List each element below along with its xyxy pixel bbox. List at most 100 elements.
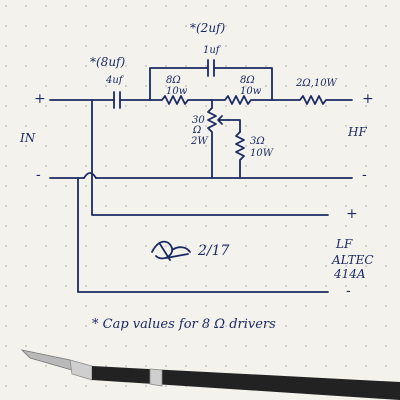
grid-dot [185, 285, 187, 287]
grid-dot [265, 145, 267, 147]
grid-dot [85, 225, 87, 227]
grid-dot [225, 165, 227, 167]
grid-dot [65, 25, 67, 27]
grid-dot [105, 245, 107, 247]
grid-dot [5, 265, 7, 267]
grid-dot [165, 365, 167, 367]
resistor-2ohm-hf [271, 95, 353, 105]
grid-dot [145, 305, 147, 307]
grid-dot [65, 245, 67, 247]
grid-dot [85, 345, 87, 347]
grid-dot [265, 225, 267, 227]
grid-dot [345, 305, 347, 307]
grid-dot [25, 45, 27, 47]
grid-dot [125, 205, 127, 207]
grid-dot [65, 125, 67, 127]
grid-dot [85, 125, 87, 127]
grid-dot [85, 65, 87, 67]
grid-dot [245, 125, 247, 127]
grid-dot [345, 205, 347, 207]
grid-dot [45, 285, 47, 287]
grid-dot [365, 305, 367, 307]
grid-dot [45, 65, 47, 67]
grid-dot [185, 105, 187, 107]
grid-dot [285, 245, 287, 247]
grid-dot [185, 45, 187, 47]
grid-dot [385, 145, 387, 147]
grid-dot [285, 5, 287, 7]
grid-dot [325, 85, 327, 87]
grid-dot [5, 105, 7, 107]
grid-dot [265, 265, 267, 267]
grid-dot [225, 305, 227, 307]
grid-dot [5, 325, 7, 327]
grid-dot [265, 325, 267, 327]
grid-dot [65, 65, 67, 67]
res-top-left-value: 8Ω [166, 75, 181, 86]
grid-dot [365, 325, 367, 327]
footnote: * Cap values for 8 Ω drivers [92, 317, 276, 332]
grid-dot [285, 345, 287, 347]
grid-dot [225, 185, 227, 187]
grid-dot [65, 145, 67, 147]
grid-dot [105, 365, 107, 367]
grid-dot [365, 25, 367, 27]
grid-dot [385, 85, 387, 87]
grid-dot [5, 5, 7, 7]
hf-label: HF [348, 125, 367, 139]
grid-dot [165, 65, 167, 67]
grid-dot [345, 145, 347, 147]
grid-dot [85, 325, 87, 327]
grid-dot [185, 85, 187, 87]
grid-dot [285, 225, 287, 227]
grid-dot [25, 285, 27, 287]
grid-dot [25, 325, 27, 327]
grid-dot [325, 265, 327, 267]
grid-dot [125, 185, 127, 187]
grid-dot [105, 65, 107, 67]
grid-dot [25, 25, 27, 27]
grid-dot [305, 365, 307, 367]
grid-dot [65, 5, 67, 7]
grid-dot [5, 245, 7, 247]
grid-dot [325, 325, 327, 327]
grid-dot [85, 165, 87, 167]
grid-dot [25, 205, 27, 207]
grid-dot [205, 85, 207, 87]
grid-dot [265, 245, 267, 247]
grid-dot [345, 25, 347, 27]
grid-dot [345, 5, 347, 7]
grid-dot [185, 125, 187, 127]
grid-dot [145, 165, 147, 167]
grid-dot [45, 245, 47, 247]
grid-dot [305, 285, 307, 287]
grid-dot [325, 205, 327, 207]
grid-dot [205, 265, 207, 267]
grid-dot [45, 225, 47, 227]
grid-dot [305, 105, 307, 107]
grid-dot [225, 45, 227, 47]
grid-dot [25, 365, 27, 367]
grid-dot [65, 285, 67, 287]
grid-dot [105, 205, 107, 207]
in-minus: - [36, 167, 41, 183]
grid-dot [85, 45, 87, 47]
grid-dot [5, 85, 7, 87]
grid-dot [325, 125, 327, 127]
grid-dot [25, 385, 27, 387]
grid-dot [25, 245, 27, 247]
grid-dot [205, 225, 207, 227]
grid-dot [65, 345, 67, 347]
grid-dot [205, 145, 207, 147]
grid-dot [285, 45, 287, 47]
grid-dot [365, 225, 367, 227]
grid-dot [345, 285, 347, 287]
grid-dot [345, 325, 347, 327]
grid-dot [145, 265, 147, 267]
grid-dot [145, 365, 147, 367]
grid-dot [145, 65, 147, 67]
grid-dot [105, 185, 107, 187]
grid-dot [85, 105, 87, 107]
dot-grid [5, 5, 387, 387]
grid-dot [345, 185, 347, 187]
